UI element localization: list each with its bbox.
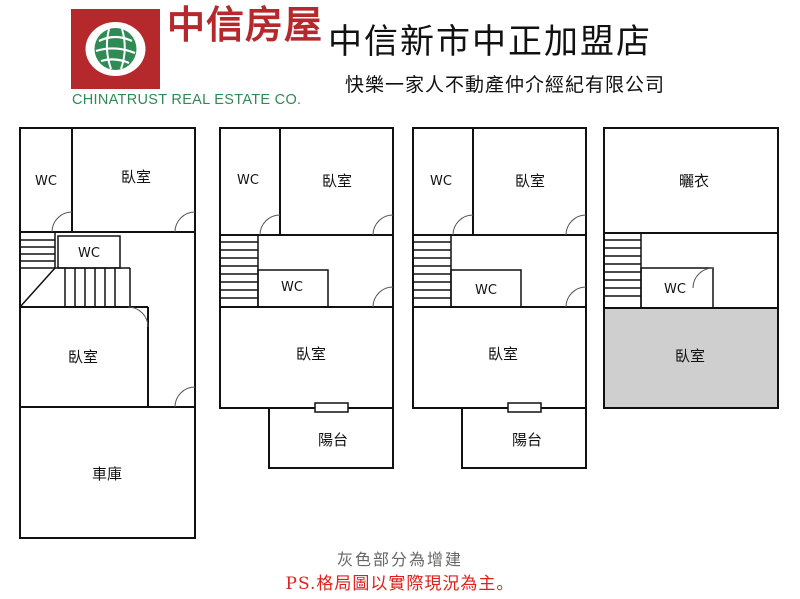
room-label-wc: WC bbox=[664, 282, 686, 297]
room-label-garage: 車庫 bbox=[92, 465, 122, 483]
room-label-balcony: 陽台 bbox=[512, 431, 542, 449]
logo-chinese-name: 中信房屋 bbox=[167, 2, 324, 47]
room-label-wc: WC bbox=[475, 283, 497, 298]
door-swings bbox=[259, 214, 394, 308]
room-label-wc: WC bbox=[430, 174, 452, 189]
globe-icon bbox=[71, 9, 160, 89]
room-label-bedroom: 臥室 bbox=[322, 172, 352, 190]
store-name: 中信新市中正加盟店 bbox=[328, 22, 652, 62]
floor-plan-1 bbox=[19, 127, 196, 539]
room-label-drying: 曬衣 bbox=[679, 172, 709, 190]
room-label-wc: WC bbox=[78, 246, 100, 261]
floor-plan-2 bbox=[219, 127, 394, 469]
room-label-bedroom: 臥室 bbox=[515, 172, 545, 190]
room-label-wc: WC bbox=[281, 280, 303, 295]
room-label-bedroom: 臥室 bbox=[488, 345, 518, 363]
room-label-bedroom: 臥室 bbox=[121, 168, 151, 186]
room-label-bedroom: 臥室 bbox=[675, 347, 705, 365]
logo-english-name: CHINATRUST REAL ESTATE CO. bbox=[72, 92, 302, 108]
company-name: 快樂一家人不動產仲介經紀有限公司 bbox=[345, 74, 666, 96]
door-swings bbox=[452, 214, 587, 308]
room-label-bedroom: 臥室 bbox=[68, 348, 98, 366]
room-label-bedroom: 臥室 bbox=[296, 345, 326, 363]
disclaimer-note: PS.格局圖以實際現況為主。 bbox=[285, 574, 515, 594]
room-label-wc: WC bbox=[35, 174, 57, 189]
room-label-balcony: 陽台 bbox=[318, 431, 348, 449]
staircase bbox=[604, 233, 642, 308]
staircase bbox=[413, 235, 452, 307]
logo-emblem bbox=[71, 9, 160, 89]
floor-plan-3 bbox=[412, 127, 587, 469]
room-label-wc: WC bbox=[237, 173, 259, 188]
floor-plan-4 bbox=[603, 127, 779, 409]
door-swings bbox=[692, 267, 714, 289]
staircase bbox=[19, 232, 131, 308]
door-swings bbox=[51, 211, 196, 408]
staircase bbox=[220, 235, 259, 307]
addition-area bbox=[604, 308, 778, 408]
addition-note: 灰色部分為增建 bbox=[336, 550, 463, 569]
